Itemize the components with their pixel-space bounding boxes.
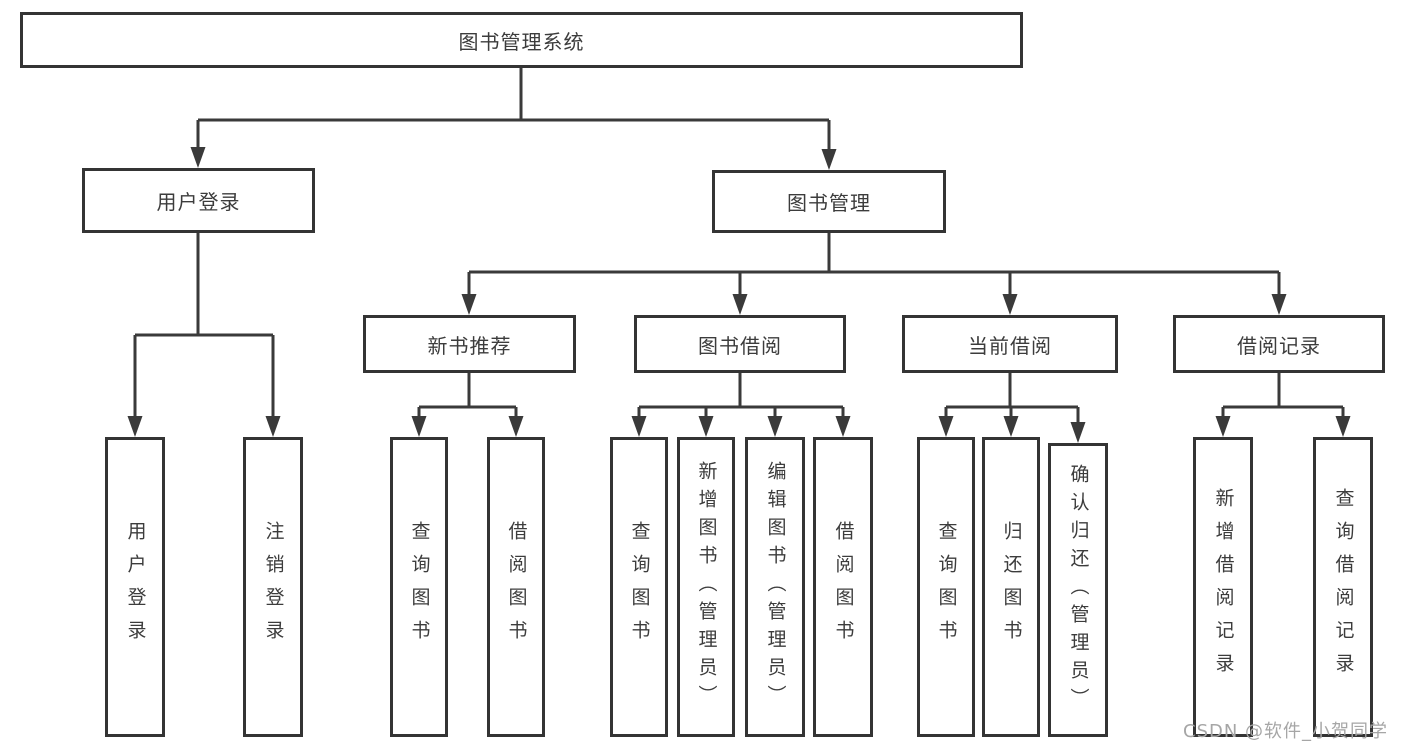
node-book-borrowing: 图书借阅 bbox=[634, 315, 846, 373]
node-label: 图书借阅 bbox=[698, 333, 782, 358]
node-label: 借阅图书 bbox=[505, 521, 528, 653]
node-label: 借阅记录 bbox=[1237, 333, 1321, 358]
node-new-book-recommend: 新书推荐 bbox=[363, 315, 576, 373]
node-label: 编辑图书（管理员） bbox=[764, 461, 787, 713]
node-label: 新增借阅记录 bbox=[1212, 488, 1235, 686]
node-label: 当前借阅 bbox=[968, 333, 1052, 358]
leaf-borrow-books-2: 借阅图书 bbox=[813, 437, 873, 737]
node-label: 查询图书 bbox=[628, 521, 651, 653]
node-label: 用户登录 bbox=[156, 190, 241, 214]
node-borrowing-records: 借阅记录 bbox=[1173, 315, 1385, 373]
node-label: 查询图书 bbox=[935, 521, 958, 653]
leaf-return-books: 归还图书 bbox=[982, 437, 1040, 737]
node-label: 新增图书（管理员） bbox=[695, 461, 718, 713]
node-user-login-branch: 用户登录 bbox=[82, 168, 315, 233]
node-label: 图书管理 bbox=[787, 191, 871, 215]
leaf-query-books-2: 查询图书 bbox=[610, 437, 668, 737]
leaf-query-books-3: 查询图书 bbox=[917, 437, 975, 737]
node-label: 新书推荐 bbox=[427, 333, 512, 358]
node-label: 注销登录 bbox=[262, 521, 285, 653]
node-book-management-branch: 图书管理 bbox=[712, 170, 946, 233]
leaf-query-books-1: 查询图书 bbox=[390, 437, 448, 737]
leaf-confirm-return-admin: 确认归还（管理员） bbox=[1048, 443, 1108, 737]
leaf-logout: 注销登录 bbox=[243, 437, 303, 737]
watermark: CSDN @软件_小贺同学 bbox=[1183, 721, 1389, 742]
node-label: 归还图书 bbox=[1000, 521, 1023, 653]
node-label: 图书管理系统 bbox=[458, 29, 585, 54]
leaf-add-borrow-record: 新增借阅记录 bbox=[1193, 437, 1253, 737]
leaf-add-books-admin: 新增图书（管理员） bbox=[677, 437, 735, 737]
node-label: 用户登录 bbox=[124, 521, 147, 653]
node-label: 查询图书 bbox=[408, 521, 431, 653]
leaf-edit-books-admin: 编辑图书（管理员） bbox=[745, 437, 805, 737]
node-library-management-system: 图书管理系统 bbox=[20, 12, 1023, 68]
node-label: 查询借阅记录 bbox=[1332, 488, 1355, 686]
leaf-query-borrow-record: 查询借阅记录 bbox=[1313, 437, 1373, 737]
node-label: 借阅图书 bbox=[832, 521, 855, 653]
node-label: 确认归还（管理员） bbox=[1067, 464, 1090, 716]
leaf-borrow-books-1: 借阅图书 bbox=[487, 437, 545, 737]
node-current-borrowing: 当前借阅 bbox=[902, 315, 1118, 373]
leaf-user-login: 用户登录 bbox=[105, 437, 165, 737]
